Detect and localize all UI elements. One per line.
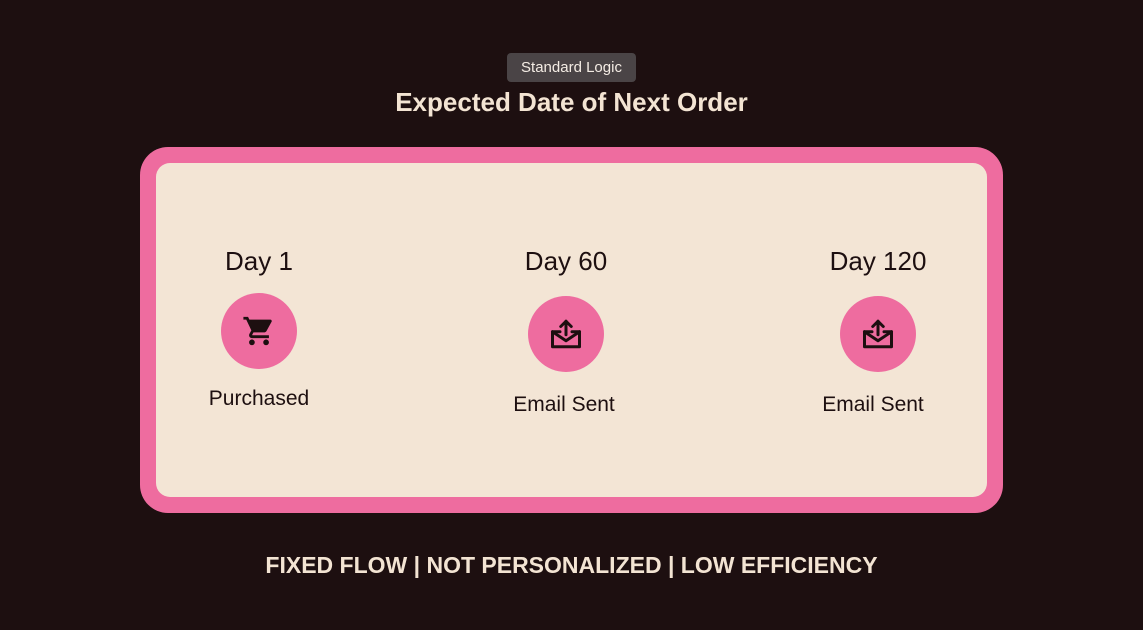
diagram-title: Expected Date of Next Order <box>395 87 748 117</box>
step-day-1: Day 1 <box>225 246 293 276</box>
email-sent-icon <box>863 319 893 349</box>
step-3-icon-circle <box>840 296 916 372</box>
step-status-3: Email Sent <box>822 393 924 416</box>
email-sent-icon <box>551 319 581 349</box>
step-status-1: Purchased <box>208 387 310 410</box>
step-2-icon-circle <box>528 296 604 372</box>
footer-tagline: FIXED FLOW | NOT PERSONALIZED | LOW EFFI… <box>265 552 878 578</box>
step-status-2: Email Sent <box>513 393 615 416</box>
step-day-3: Day 120 <box>829 246 927 276</box>
step-1-icon-circle <box>221 293 297 369</box>
standard-logic-badge: Standard Logic <box>507 53 636 82</box>
shopping-cart-icon <box>243 316 272 346</box>
step-day-2: Day 60 <box>524 246 608 276</box>
